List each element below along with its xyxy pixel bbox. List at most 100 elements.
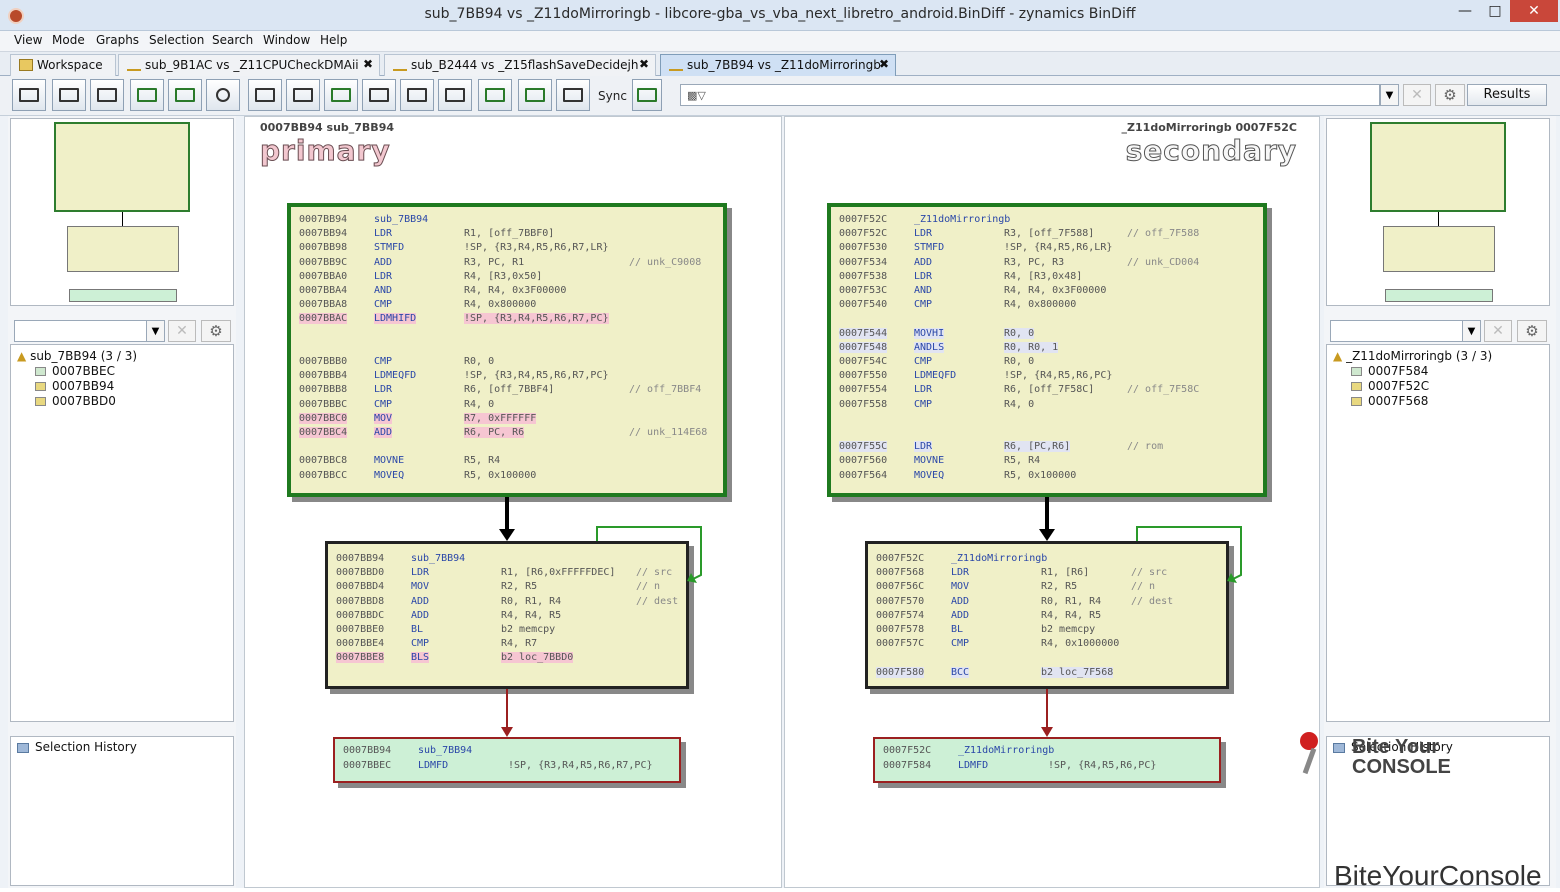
instruction-address: 0007BBA0 (299, 270, 348, 282)
instruction-comment: // src (636, 567, 673, 579)
instruction-address: 0007F53C (839, 285, 888, 296)
tree-root[interactable]: ▲ _Z11doMirroringb (3 / 3) (1333, 349, 1493, 363)
instruction-mnemonic: LDR (914, 270, 933, 282)
tree-item[interactable]: 0007F52C (1351, 379, 1429, 393)
overview-block (67, 226, 179, 272)
menu-view[interactable]: View (14, 33, 43, 47)
tree-item[interactable]: 0007F584 (1351, 364, 1428, 378)
layout-circular-button[interactable] (168, 79, 202, 111)
secondary-filter-gear-icon[interactable]: ⚙ (1517, 320, 1547, 342)
instruction-mnemonic: ADD (951, 609, 970, 621)
select-predecessors-button[interactable] (286, 79, 320, 111)
secondary-filter-input[interactable] (1330, 320, 1470, 342)
zoom-selected-button[interactable] (400, 79, 434, 111)
primary-filter-gear-icon[interactable]: ⚙ (201, 320, 231, 342)
instruction-address: 0007BBA4 (299, 285, 348, 296)
layout-proximity-button[interactable] (12, 79, 46, 111)
secondary-filter-dropdown[interactable]: ▼ (1462, 320, 1481, 342)
secondary-filter-clear[interactable]: ✕ (1484, 320, 1512, 342)
secondary-label: secondary (1125, 134, 1297, 168)
layout-orthogonal-button[interactable] (90, 79, 124, 111)
instruction-address: 0007BBB8 (299, 384, 348, 396)
block-icon (1351, 397, 1362, 406)
menu-window[interactable]: Window (263, 33, 311, 47)
minimize-button[interactable]: — (1458, 3, 1472, 19)
menu-mode[interactable]: Mode (52, 33, 85, 47)
graph-search-input[interactable]: ▩▽ (680, 84, 1380, 106)
zoom-target-button[interactable] (206, 79, 240, 111)
instruction-operands: !SP, {R4,R5,R6,LR} (1004, 242, 1113, 254)
secondary-graph-view[interactable]: _Z11doMirroringb 0007F52C secondary 0007… (784, 116, 1320, 888)
flowgraph-icon: ▲ (1333, 349, 1343, 363)
instruction-comment: // off_7F588 (1127, 228, 1200, 240)
instruction-operands: !SP, {R3,R4,R5,R6,R7,PC} (464, 370, 609, 382)
tree-item[interactable]: 0007BBD0 (35, 394, 116, 408)
instruction-mnemonic: LDR (914, 228, 933, 240)
secondary-graph-overview[interactable] (1326, 118, 1550, 306)
instruction-mnemonic: ADD (374, 427, 393, 438)
tab-diff-9b1ac[interactable]: sub_9B1AC vs _Z11CPUCheckDMAii ✖ (118, 54, 380, 76)
flowgraph-icon: ▲ (17, 349, 27, 363)
close-tab-icon[interactable]: ✖ (362, 57, 373, 71)
tree-root[interactable]: ▲ sub_7BB94 (3 / 3) (17, 349, 138, 363)
tree-item[interactable]: 0007BBEC (35, 364, 115, 378)
instruction-mnemonic: CMP (951, 638, 970, 650)
tree-item[interactable]: 0007BB94 (35, 379, 114, 393)
instruction-mnemonic: sub_7BB94 (411, 553, 466, 564)
layout-hierarchic-button[interactable] (52, 79, 86, 111)
select-successors-button[interactable] (248, 79, 282, 111)
instruction-operands: R6, PC, R6 (464, 427, 525, 438)
instruction-address: 0007F570 (876, 595, 925, 607)
menu-selection[interactable]: Selection (149, 33, 205, 47)
instruction-mnemonic: MOVNE (914, 455, 945, 467)
matched-selection-button[interactable] (478, 79, 512, 111)
instruction-mnemonic: AND (914, 285, 933, 296)
split-view-button[interactable] (438, 79, 472, 111)
clear-search-button[interactable]: ✕ (1403, 84, 1431, 106)
instruction-comment: // dest (1131, 595, 1174, 607)
close-tab-icon[interactable]: ✖ (638, 57, 649, 71)
primary-filter-dropdown[interactable]: ▼ (146, 320, 165, 342)
maximize-button[interactable]: □ (1488, 3, 1502, 19)
sync-toggle-button[interactable] (632, 79, 662, 111)
proximity-browsing-button[interactable] (556, 79, 590, 111)
instruction-operands: R4, 0 (464, 398, 495, 410)
search-history-dropdown[interactable]: ▼ (1380, 84, 1399, 106)
tab-workspace[interactable]: Workspace (10, 54, 116, 76)
instruction-address: 0007BBE8 (336, 652, 385, 664)
flowgraph-icon (127, 59, 141, 71)
primary-filter-input[interactable] (14, 320, 154, 342)
layout-tree-button[interactable] (130, 79, 164, 111)
overview-block (69, 289, 177, 302)
menu-search[interactable]: Search (212, 33, 254, 47)
tab-diff-7bb94[interactable]: sub_7BB94 vs _Z11doMirroringb ✖ (660, 54, 896, 76)
search-options-icon[interactable]: ▩▽ (687, 89, 706, 102)
search-settings-icon[interactable]: ⚙ (1435, 84, 1465, 106)
instruction-operands: R1, [off_7BBF0] (464, 228, 555, 240)
menu-bar: View Mode Graphs Selection Search Window… (0, 31, 1560, 52)
menu-graphs[interactable]: Graphs (96, 33, 140, 47)
primary-graph-overview[interactable] (10, 118, 234, 306)
instruction-operands: R5, R4 (464, 455, 501, 467)
unmatched-selection-button[interactable] (518, 79, 552, 111)
primary-filter-clear[interactable]: ✕ (168, 320, 196, 342)
select-matched-button[interactable] (324, 79, 358, 111)
tab-label: sub_9B1AC vs _Z11CPUCheckDMAii (145, 58, 359, 72)
results-button[interactable]: Results (1467, 84, 1547, 106)
close-tab-icon[interactable]: ✖ (878, 57, 889, 71)
instruction-address: 0007F530 (839, 242, 888, 254)
menu-help[interactable]: Help (320, 33, 348, 47)
instruction-mnemonic: LDR (374, 228, 393, 240)
history-icon (1333, 743, 1345, 753)
close-window-button[interactable]: ✕ (1510, 0, 1558, 22)
zoom-fit-button[interactable] (362, 79, 396, 111)
tree-item[interactable]: 0007F568 (1351, 394, 1428, 408)
tab-diff-b2444[interactable]: sub_B2444 vs _Z15flashSaveDecidejh ✖ (384, 54, 656, 76)
